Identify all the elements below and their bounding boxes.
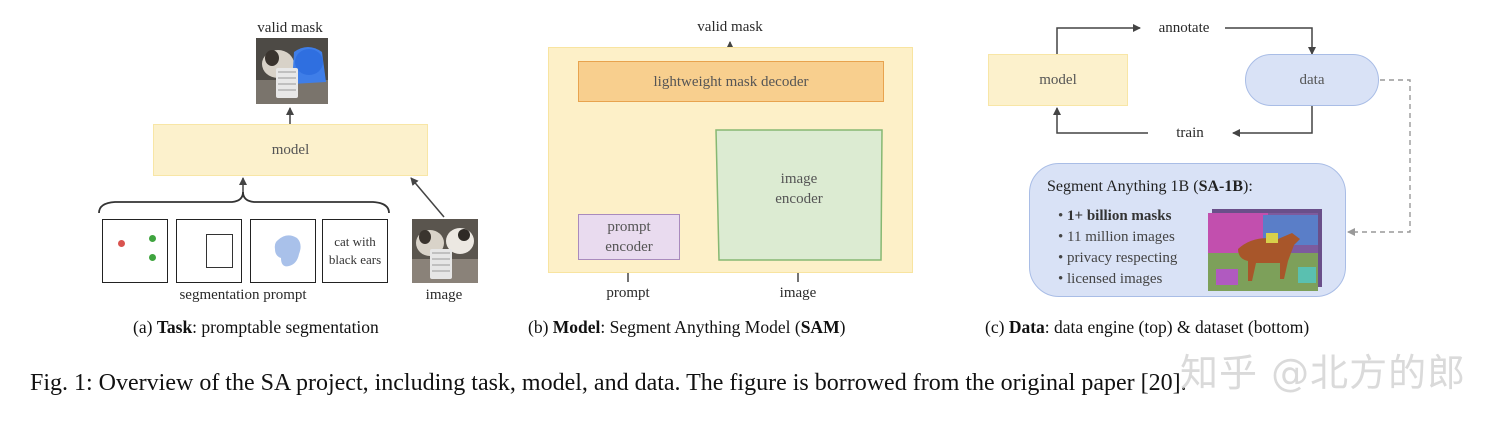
image-encoder-box: image encoder — [715, 129, 883, 261]
caption-c-bold: Data — [1008, 317, 1045, 337]
train-label: train — [1176, 125, 1204, 141]
caption-a-rest: : promptable segmentation — [192, 317, 379, 337]
panel-a-model-box: model — [153, 124, 428, 176]
points-prompt-box — [102, 219, 168, 283]
mask-prompt-box — [250, 219, 316, 283]
dataset-title: Segment Anything 1B (SA-1B): — [1047, 178, 1253, 196]
dataset-bullets: • 1+ billion masks • 11 million images •… — [1058, 206, 1177, 290]
caption-b-bold2: SAM — [800, 317, 840, 337]
arrow-image-to-model — [410, 177, 445, 218]
dataset-box: Segment Anything 1B (SA-1B): • 1+ billio… — [1029, 163, 1346, 297]
panel-b-prompt-label: prompt — [606, 285, 650, 301]
caption-b-prefix: (b) — [528, 317, 553, 337]
caption-c-rest: : data engine (top) & dataset (bottom) — [1044, 317, 1310, 337]
dataset-title-bold: SA-1B — [1198, 178, 1244, 195]
bbox-rect — [206, 234, 233, 268]
panel-b-valid-mask-label: valid mask — [697, 19, 763, 35]
data-label: data — [1299, 72, 1325, 88]
bullet-text: privacy respecting — [1067, 250, 1178, 266]
caption-b: (b) Model: Segment Anything Model (SAM) — [528, 317, 845, 338]
panel-c-model-label: model — [1039, 72, 1077, 88]
panel-a-image-label: image — [425, 287, 463, 303]
caption-b-bold: Model — [552, 317, 601, 337]
bullet-text: 1+ billion masks — [1067, 208, 1172, 224]
train-arrow-2 — [1053, 107, 1148, 134]
caption-b-end: ) — [839, 317, 846, 337]
annotate-label: annotate — [1158, 20, 1210, 36]
mask-decoder-box: lightweight mask decoder — [578, 61, 884, 102]
segmentation-prompt-label: segmentation prompt — [179, 287, 307, 303]
watermark: 知乎 @北方的郎 — [1180, 351, 1467, 395]
green-point — [149, 254, 156, 261]
caption-a-bold: Task — [156, 317, 193, 337]
data-box: data — [1245, 54, 1379, 106]
valid-mask-image — [256, 38, 328, 104]
figure-caption: Fig. 1: Overview of the SA project, incl… — [30, 370, 1187, 396]
prompt-encoder-label: prompt encoder — [605, 219, 653, 255]
caption-a-prefix: (a) — [133, 317, 157, 337]
red-point — [118, 240, 125, 247]
annotate-arrow-2 — [1225, 27, 1316, 55]
caption-c: (c) Data: data engine (top) & dataset (b… — [985, 317, 1309, 338]
bullet-item: • licensed images — [1058, 271, 1163, 287]
caption-a: (a) Task: promptable segmentation — [133, 317, 379, 338]
bullet-text: 11 million images — [1067, 229, 1175, 245]
text-prompt-box: cat with black ears — [322, 219, 388, 283]
mask-blob — [274, 235, 301, 267]
annotate-arrow — [1056, 24, 1141, 54]
panel-c-model-box: model — [988, 54, 1128, 106]
dataset-sample-images — [1208, 209, 1324, 291]
dataset-title-prefix: Segment Anything 1B ( — [1047, 178, 1199, 195]
prompt-encoder-box: prompt encoder — [578, 214, 680, 260]
dataset-title-end: ): — [1243, 178, 1253, 195]
bullet-item: • 11 million images — [1058, 229, 1175, 245]
prompt-brace — [98, 191, 390, 214]
caption-c-prefix: (c) — [985, 317, 1009, 337]
mask-decoder-label: lightweight mask decoder — [653, 73, 809, 90]
panel-a-model-label: model — [271, 142, 310, 158]
bullet-item: • privacy respecting — [1058, 250, 1178, 266]
green-point — [149, 235, 156, 242]
train-arrow — [1232, 106, 1313, 137]
text-prompt: cat with black ears — [328, 234, 382, 267]
bullet-item: • 1+ billion masks — [1058, 208, 1172, 224]
panel-b-image-label: image — [779, 285, 817, 301]
input-cat-image — [412, 219, 478, 283]
image-encoder-label: image encoder — [775, 171, 823, 207]
box-prompt-box — [176, 219, 242, 283]
bullet-text: licensed images — [1067, 271, 1163, 287]
panel-a-valid-mask-label: valid mask — [257, 20, 323, 36]
caption-b-rest: : Segment Anything Model ( — [600, 317, 801, 337]
